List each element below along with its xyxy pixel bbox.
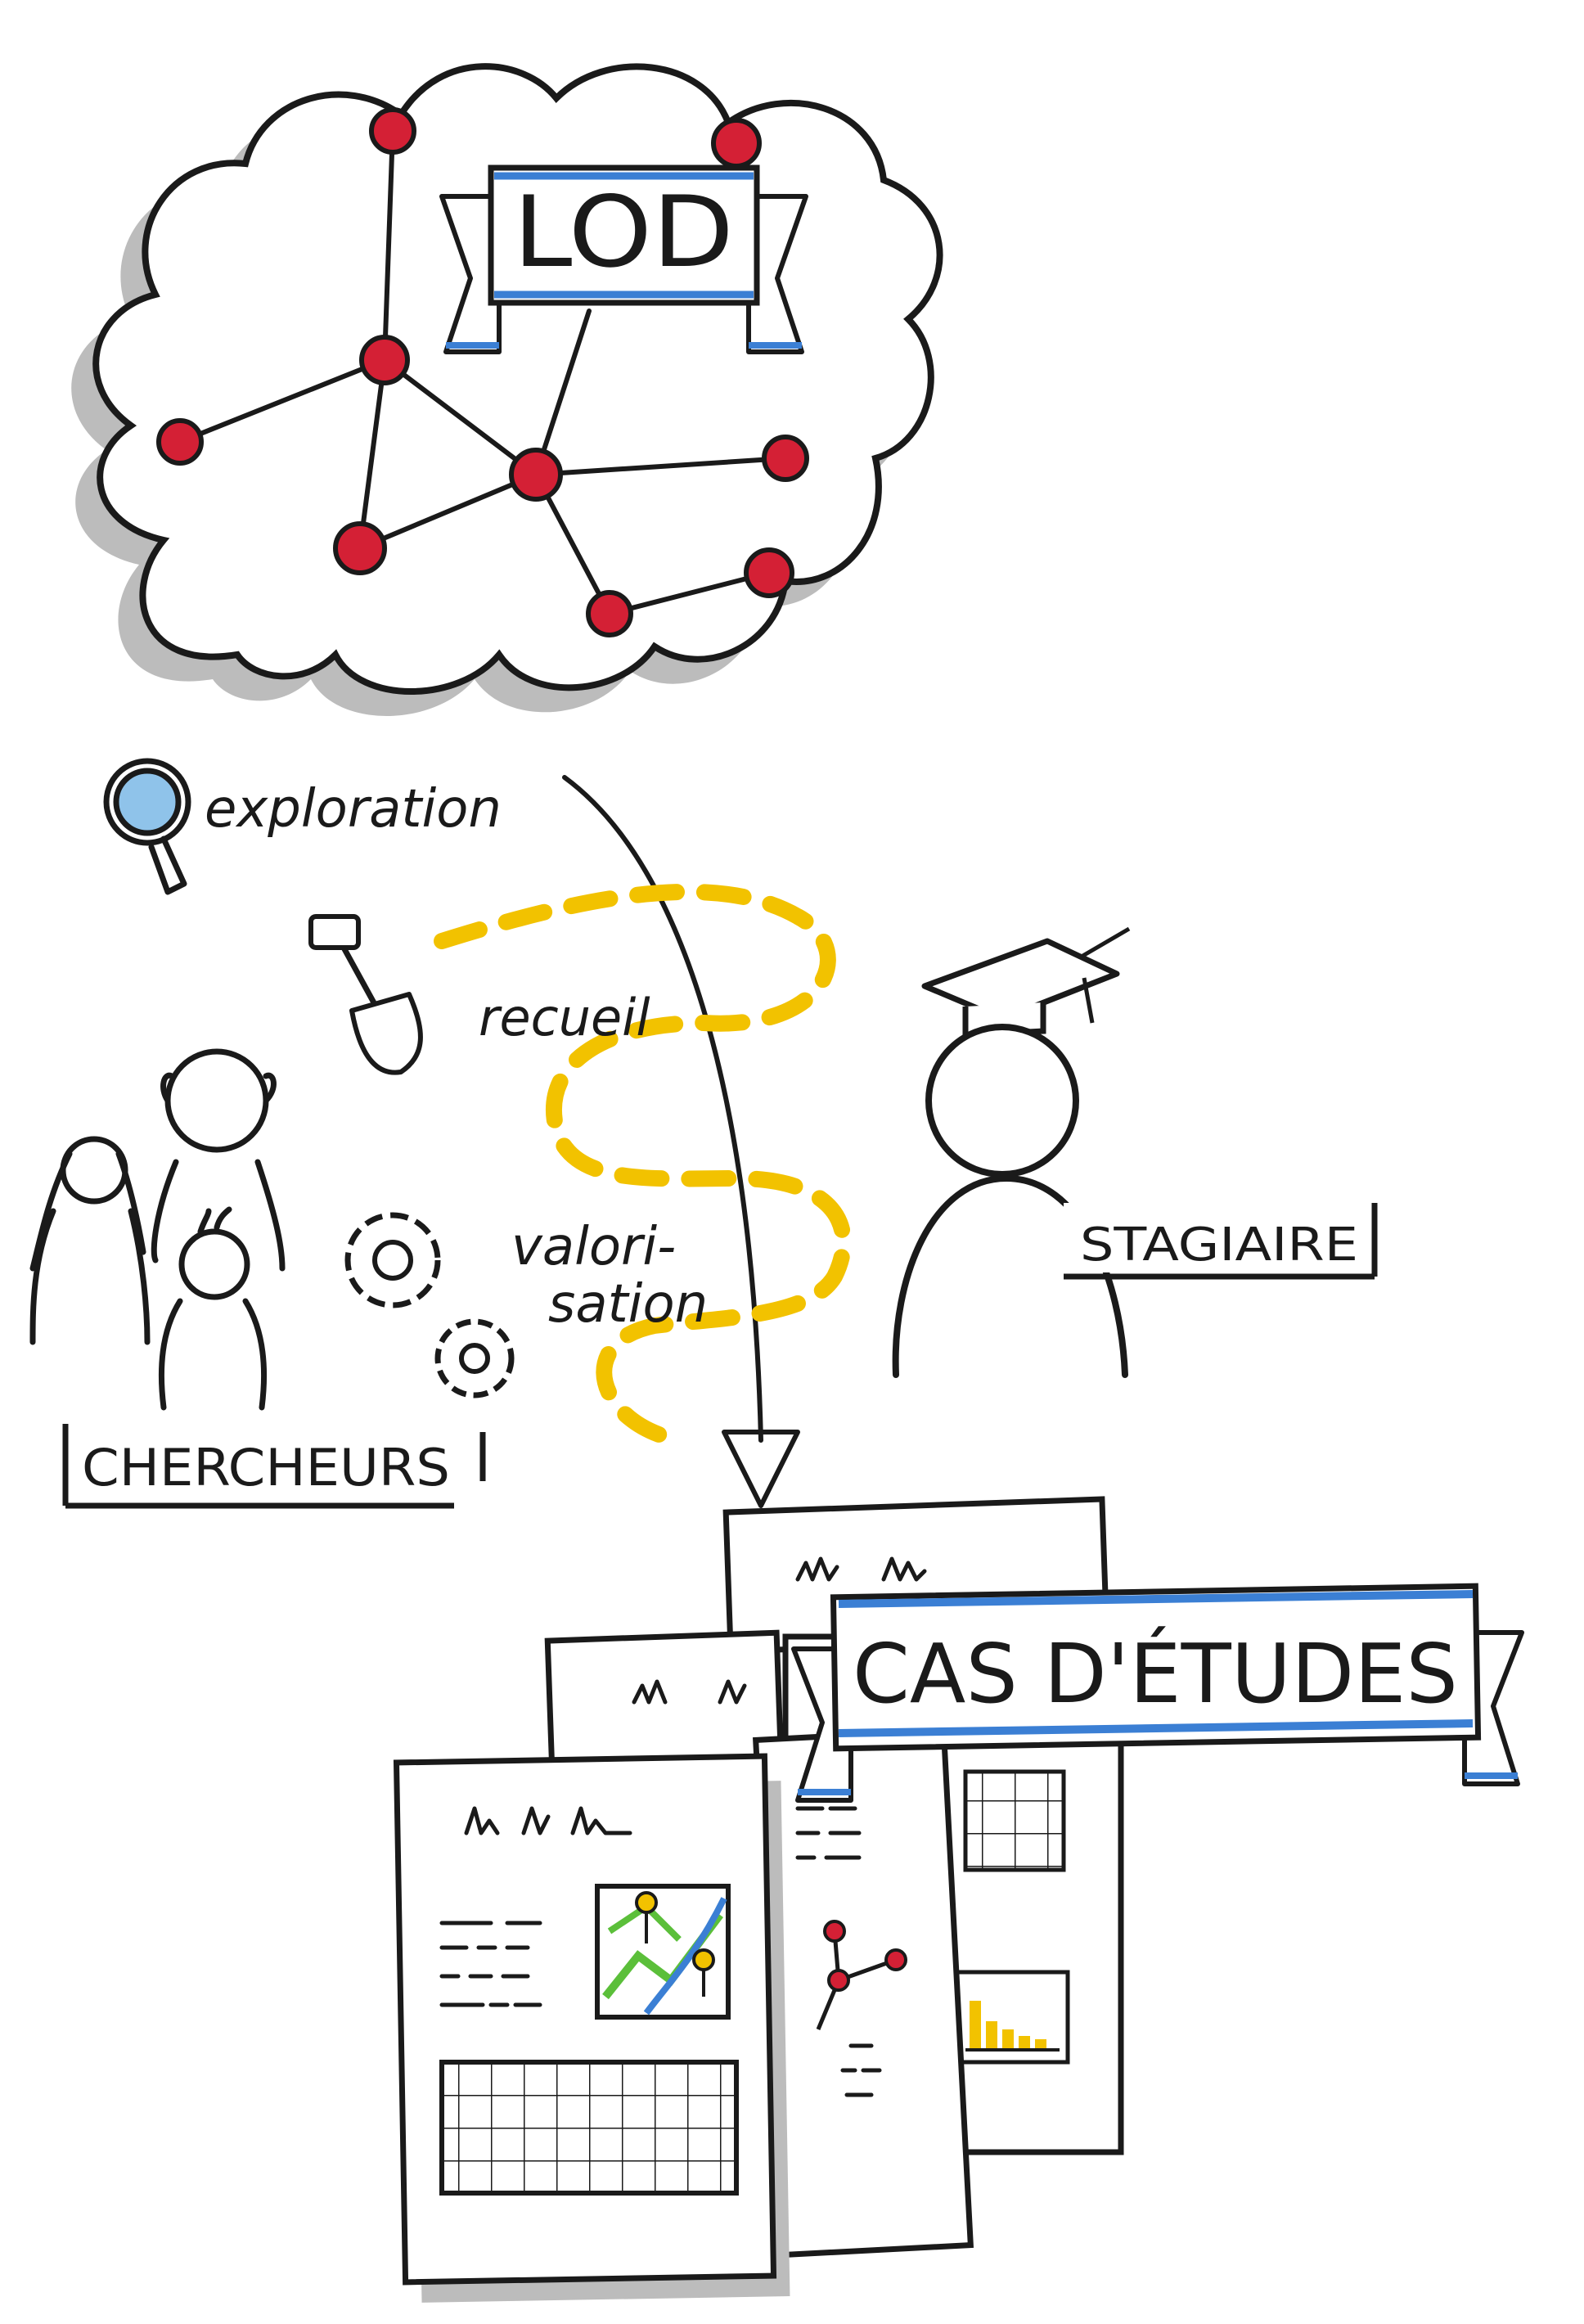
network-graph-icon [178,128,788,616]
shovel-icon [308,914,423,1075]
researchers-figures [29,1048,286,1411]
valorisation-label-line1: valori- [511,1217,676,1277]
researcher-head [178,1228,250,1300]
graph-node [333,521,387,575]
bar-chart-icon [955,1970,1070,2065]
graph-node [369,107,416,155]
document-front-middle [752,1727,974,2259]
lod-label: LOD [513,176,734,290]
graph-node [509,448,563,502]
researcher-head [164,1048,269,1153]
intern-label-box: STAGIAIRE [1064,1203,1378,1280]
intern-body [892,1175,1128,1378]
mini-network-icon [816,1920,907,2030]
case-studies-label: CAS D'ÉTUDES [853,1626,1458,1722]
graph-node [744,547,794,598]
valorisation-label-line2: sation [548,1274,708,1335]
graph-node [586,590,633,637]
graph-node [359,335,410,385]
intern-figure [892,926,1131,1378]
gears-icon [344,1212,515,1398]
case-studies-banner: CAS D'ÉTUDES [791,1583,1524,1803]
table-icon [439,2060,739,2196]
graph-node [762,435,809,482]
table-icon [963,1769,1066,1872]
intern-label: STAGIAIRE [1080,1218,1358,1272]
graph-node [156,418,204,466]
graduation-cap-icon [921,926,1131,1038]
researchers-label: CHERCHEURS [82,1438,450,1498]
lod-cloud: LOD [71,63,943,716]
intern-head [925,1024,1079,1178]
map-icon [595,1884,731,2020]
graph-node [711,118,762,169]
network-nodes [156,107,809,637]
magnifier-icon [103,758,191,895]
researchers-label-box: CHERCHEURS [62,1420,486,1509]
yellow-dashed-path [434,883,852,1448]
recueil-label: recueil [479,988,650,1047]
cloud-outline [92,63,943,695]
lod-banner: LOD [439,164,808,354]
exploration-label: exploration [205,779,502,840]
researcher-head [60,1136,128,1205]
